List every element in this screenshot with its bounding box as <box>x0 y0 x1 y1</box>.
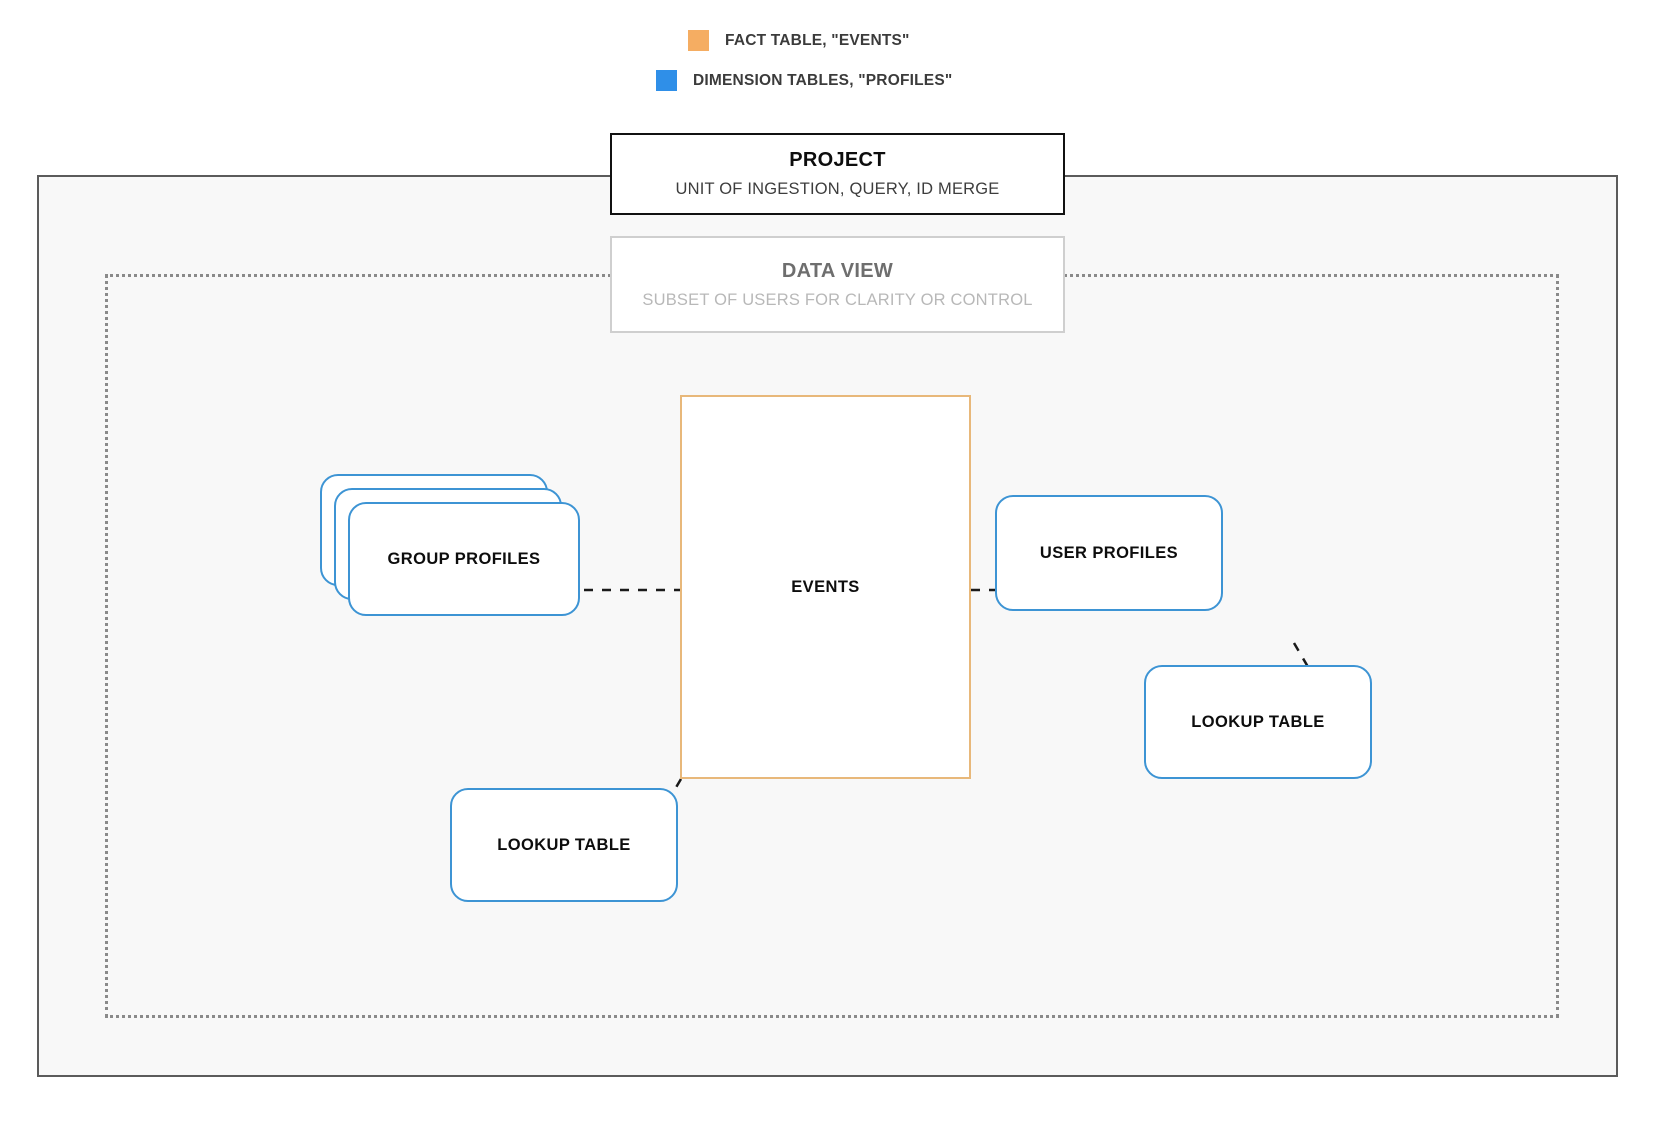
lookup-table-left-label: LOOKUP TABLE <box>497 835 631 854</box>
legend: FACT TABLE, "EVENTS" DIMENSION TABLES, "… <box>0 30 1664 110</box>
data-view-title-box: DATA VIEW SUBSET OF USERS FOR CLARITY OR… <box>610 236 1065 333</box>
group-profiles-card-front[interactable]: GROUP PROFILES <box>348 502 580 616</box>
legend-item-label: DIMENSION TABLES, "PROFILES" <box>693 71 953 89</box>
data-view-title: DATA VIEW <box>781 259 894 282</box>
user-profiles-node-label: USER PROFILES <box>1039 543 1179 562</box>
lookup-table-right-label: LOOKUP TABLE <box>1191 712 1325 731</box>
group-profiles-node[interactable]: GROUP PROFILES <box>320 474 620 616</box>
blue-square-swatch <box>656 70 677 91</box>
project-subtitle: UNIT OF INGESTION, QUERY, ID MERGE <box>675 180 1000 198</box>
events-node[interactable]: EVENTS <box>680 395 971 779</box>
orange-square-swatch <box>688 30 709 51</box>
legend-item-dimension-tables: DIMENSION TABLES, "PROFILES" <box>0 70 1664 91</box>
project-title: PROJECT <box>789 149 886 171</box>
data-view-subtitle: SUBSET OF USERS FOR CLARITY OR CONTROL <box>642 290 1033 309</box>
events-node-label: EVENTS <box>791 577 860 596</box>
legend-item-label: FACT TABLE, "EVENTS" <box>725 31 910 49</box>
lookup-table-right-node[interactable]: LOOKUP TABLE <box>1144 665 1372 779</box>
legend-item-fact-table: FACT TABLE, "EVENTS" <box>0 30 1664 51</box>
project-title-box: PROJECT UNIT OF INGESTION, QUERY, ID MER… <box>610 133 1065 215</box>
user-profiles-node[interactable]: USER PROFILES <box>995 495 1223 611</box>
lookup-table-left-node[interactable]: LOOKUP TABLE <box>450 788 678 902</box>
group-profiles-node-label: GROUP PROFILES <box>387 549 541 568</box>
